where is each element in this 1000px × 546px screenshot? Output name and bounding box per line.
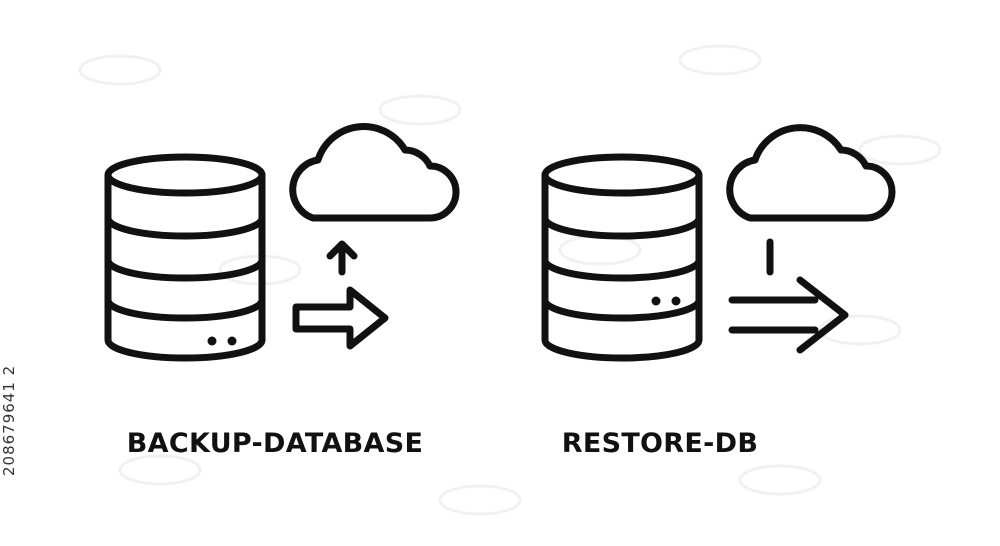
backup-database-icon — [0, 0, 500, 420]
cloud-icon — [289, 123, 460, 222]
arrow-right-double-icon — [728, 276, 849, 354]
restore-db-label: RESTORE-DB — [561, 428, 759, 459]
database-icon — [104, 153, 266, 362]
backup-database-label: BACKUP-DATABASE — [126, 428, 424, 459]
database-icon — [541, 153, 703, 362]
restore-db-icon — [500, 0, 1000, 420]
stock-id-text: 208679641 2 — [0, 364, 18, 476]
cloud-icon — [726, 124, 896, 222]
arrow-up-icon — [326, 240, 358, 276]
arrow-right-outline-icon — [292, 286, 389, 350]
